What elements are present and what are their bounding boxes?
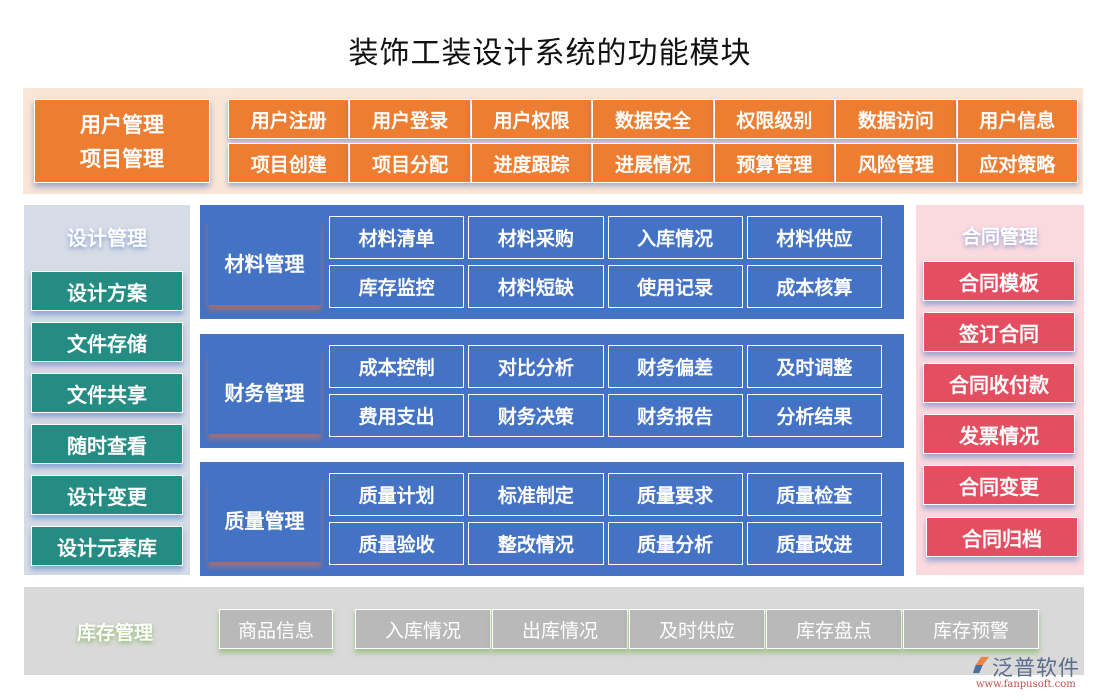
top-item[interactable]: 项目分配 — [349, 143, 471, 183]
contract-management-title: 合同管理 — [961, 226, 1038, 248]
material-grid: 材料清单 材料采购 入库情况 材料供应 库存监控 材料短缺 使用记录 成本核算 — [329, 216, 882, 308]
top-item[interactable]: 风险管理 — [835, 143, 957, 183]
quality-item[interactable]: 质量要求 — [607, 473, 743, 516]
finance-item[interactable]: 成本控制 — [329, 345, 465, 388]
finance-item[interactable]: 分析结果 — [746, 394, 882, 437]
contract-item[interactable]: 合同模板 — [923, 261, 1075, 301]
material-item[interactable]: 入库情况 — [607, 216, 743, 259]
material-item[interactable]: 材料供应 — [746, 216, 882, 259]
design-management-title: 设计管理 — [67, 226, 147, 250]
material-item[interactable]: 成本核算 — [746, 265, 882, 308]
inventory-item[interactable]: 及时供应 — [629, 609, 765, 649]
quality-item[interactable]: 标准制定 — [468, 473, 604, 516]
material-management-label[interactable]: 材料管理 — [208, 219, 321, 305]
material-management-section: 材料管理 材料清单 材料采购 入库情况 材料供应 库存监控 材料短缺 使用记录 … — [200, 205, 904, 319]
inventory-item[interactable]: 入库情况 — [355, 609, 491, 649]
user-management-label: 用户管理 — [80, 112, 164, 137]
user-project-grid: 用户注册 用户登录 用户权限 数据安全 权限级别 数据访问 用户信息 项目创建 … — [228, 99, 1078, 183]
design-item[interactable]: 设计元素库 — [31, 526, 183, 566]
project-management-label: 项目管理 — [80, 146, 164, 171]
quality-management-section: 质量管理 质量计划 标准制定 质量要求 质量检查 质量验收 整改情况 质量分析 … — [200, 462, 904, 576]
logo-url: www.fanpusoft.com — [976, 679, 1076, 690]
top-item[interactable]: 数据访问 — [835, 99, 957, 139]
contract-item[interactable]: 签订合同 — [923, 312, 1075, 352]
page-title: 装饰工装设计系统的功能模块 — [348, 36, 752, 71]
top-item[interactable]: 项目创建 — [228, 143, 350, 183]
finance-item[interactable]: 费用支出 — [329, 394, 465, 437]
contract-item[interactable]: 合同收付款 — [923, 363, 1075, 403]
top-item[interactable]: 应对策略 — [956, 143, 1078, 183]
top-item[interactable]: 权限级别 — [713, 99, 836, 139]
quality-item[interactable]: 质量分析 — [607, 522, 743, 565]
top-item[interactable]: 数据安全 — [592, 99, 714, 139]
design-item[interactable]: 设计变更 — [31, 475, 183, 515]
top-item[interactable]: 进度跟踪 — [470, 143, 593, 183]
logo-name: 泛普软件 — [992, 656, 1080, 680]
finance-management-label[interactable]: 财务管理 — [208, 348, 321, 434]
top-item[interactable]: 用户登录 — [349, 99, 471, 139]
design-item[interactable]: 文件存储 — [31, 322, 183, 362]
fanpu-logo-icon — [972, 656, 990, 674]
finance-item[interactable]: 对比分析 — [468, 345, 604, 388]
quality-item[interactable]: 整改情况 — [468, 522, 604, 565]
contract-item[interactable]: 发票情况 — [923, 414, 1075, 454]
top-item[interactable]: 预算管理 — [713, 143, 836, 183]
quality-item[interactable]: 质量验收 — [329, 522, 465, 565]
material-item[interactable]: 库存监控 — [329, 265, 465, 308]
contract-item[interactable]: 合同归档 — [926, 517, 1078, 557]
top-item[interactable]: 进展情况 — [592, 143, 714, 183]
material-item[interactable]: 使用记录 — [607, 265, 743, 308]
top-item[interactable]: 用户注册 — [228, 99, 350, 139]
quality-item[interactable]: 质量计划 — [329, 473, 465, 516]
material-item[interactable]: 材料清单 — [329, 216, 465, 259]
material-item[interactable]: 材料采购 — [468, 216, 604, 259]
finance-item[interactable]: 财务报告 — [607, 394, 743, 437]
top-item[interactable]: 用户信息 — [956, 99, 1078, 139]
finance-grid: 成本控制 对比分析 财务偏差 及时调整 费用支出 财务决策 财务报告 分析结果 — [329, 345, 882, 437]
design-item[interactable]: 随时查看 — [31, 424, 183, 464]
finance-management-section: 财务管理 成本控制 对比分析 财务偏差 及时调整 费用支出 财务决策 财务报告 … — [200, 334, 904, 448]
finance-item[interactable]: 财务偏差 — [607, 345, 743, 388]
design-item[interactable]: 文件共享 — [31, 373, 183, 413]
inventory-management-title: 库存管理 — [76, 622, 153, 644]
user-project-main-box[interactable]: 用户管理 项目管理 — [34, 99, 210, 183]
inventory-item[interactable]: 商品信息 — [219, 609, 333, 649]
inventory-item[interactable]: 库存盘点 — [766, 609, 902, 649]
fanpu-logo: 泛普软件 www.fanpusoft.com — [970, 652, 1095, 697]
finance-item[interactable]: 及时调整 — [746, 345, 882, 388]
design-item[interactable]: 设计方案 — [31, 271, 183, 311]
inventory-item[interactable]: 出库情况 — [492, 609, 628, 649]
quality-management-label[interactable]: 质量管理 — [208, 476, 321, 562]
quality-grid: 质量计划 标准制定 质量要求 质量检查 质量验收 整改情况 质量分析 质量改进 — [329, 473, 882, 565]
material-item[interactable]: 材料短缺 — [468, 265, 604, 308]
quality-item[interactable]: 质量检查 — [746, 473, 882, 516]
finance-item[interactable]: 财务决策 — [468, 394, 604, 437]
inventory-item[interactable]: 库存预警 — [903, 609, 1039, 649]
contract-item[interactable]: 合同变更 — [923, 465, 1075, 505]
top-item[interactable]: 用户权限 — [470, 99, 593, 139]
quality-item[interactable]: 质量改进 — [746, 522, 882, 565]
